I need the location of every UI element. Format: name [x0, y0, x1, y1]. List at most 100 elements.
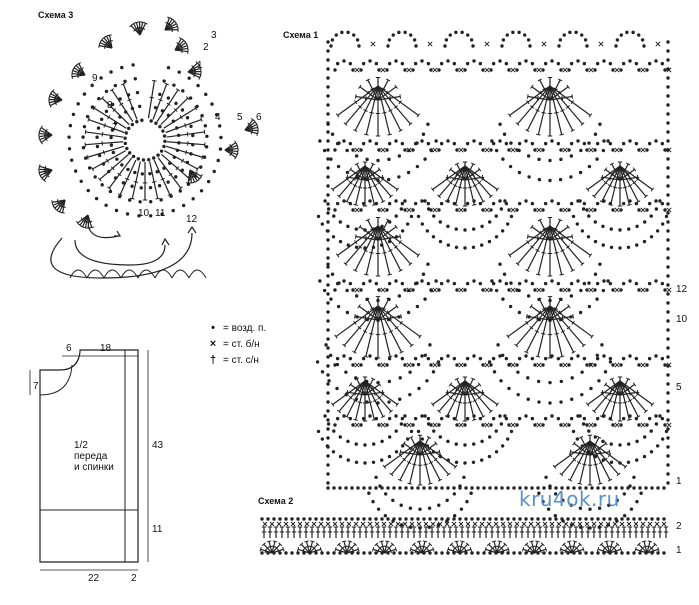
- chain-stitch: [423, 199, 427, 203]
- single-crochet: [514, 521, 520, 527]
- chain-stitch: [362, 551, 366, 555]
- double-crochet-bar: [636, 391, 640, 397]
- chain-stitch: [90, 105, 95, 109]
- chain-stitch: [637, 33, 641, 37]
- single-crochet: [619, 521, 625, 527]
- single-crochet: [290, 521, 296, 527]
- chain-stitch: [387, 157, 391, 162]
- double-crochet-top: [86, 155, 89, 160]
- chain-stitch: [323, 414, 327, 418]
- double-crochet-top: [604, 441, 608, 446]
- double-crochet-top: [76, 62, 81, 66]
- double-crochet-top: [261, 542, 266, 547]
- chain-stitch: [463, 363, 467, 367]
- double-crochet-top: [569, 449, 572, 455]
- chain-stitch: [446, 354, 450, 358]
- chain-stitch: [338, 517, 342, 521]
- double-crochet-top: [399, 94, 402, 99]
- chain-stitch: [553, 492, 558, 496]
- chain-stitch: [571, 214, 576, 219]
- double-crochet-top: [382, 464, 387, 469]
- double-crochet-bar: [369, 307, 375, 310]
- double-crochet-top: [363, 355, 369, 358]
- chain-stitch: [362, 486, 366, 490]
- chain-stitch: [518, 551, 522, 555]
- single-crochet: [640, 207, 646, 213]
- chain-stitch: [126, 167, 130, 172]
- chain-stitch: [459, 507, 464, 511]
- double-crochet: [52, 199, 66, 203]
- double-crochet-top: [97, 177, 102, 182]
- chain-stitch: [593, 435, 598, 439]
- double-crochet: [377, 225, 391, 275]
- single-crochet: [346, 521, 352, 527]
- chain-stitch: [326, 211, 330, 215]
- double-crochet: [646, 541, 651, 554]
- chain-stitch: [410, 551, 414, 555]
- double-crochet: [122, 83, 138, 120]
- single-crochet: [406, 422, 412, 428]
- legend-row: † = ст. с/н: [207, 352, 266, 368]
- double-crochet-top: [354, 314, 356, 319]
- chain-stitch: [543, 201, 548, 206]
- double-crochet-top: [379, 540, 384, 543]
- double-crochet-top: [449, 542, 454, 547]
- chain-stitch: [376, 158, 380, 163]
- double-crochet-bar: [105, 158, 109, 163]
- chain-stitch: [377, 148, 381, 152]
- single-crochet: [640, 521, 646, 527]
- chain-stitch: [333, 148, 337, 152]
- double-crochet: [409, 440, 421, 484]
- chain-stitch: [350, 486, 354, 490]
- chain-stitch: [410, 517, 414, 521]
- chain-stitch: [472, 414, 476, 418]
- chain-stitch: [437, 208, 441, 212]
- chain-stitch: [95, 144, 100, 149]
- double-crochet: [446, 380, 466, 417]
- chain-stitch: [326, 175, 330, 179]
- double-crochet: [101, 97, 130, 126]
- chain-stitch: [326, 76, 330, 80]
- single-crochet: [521, 521, 527, 527]
- chain-stitch: [342, 279, 346, 283]
- chain-stitch: [455, 288, 459, 292]
- double-crochet-top: [398, 129, 403, 132]
- double-crochet-bar: [193, 72, 196, 78]
- single-crochet: [666, 362, 672, 368]
- chain-stitch: [666, 310, 670, 314]
- double-crochet-bar: [570, 100, 574, 105]
- chain-stitch: [426, 61, 431, 66]
- double-crochet: [530, 541, 536, 554]
- chain-stitch: [620, 486, 624, 490]
- chain-stitch: [174, 101, 178, 106]
- chain-stitch: [559, 208, 563, 212]
- chain-stitch: [409, 429, 414, 434]
- chain-stitch: [387, 356, 392, 361]
- chain-stitch: [290, 551, 294, 555]
- chain-stitch: [587, 429, 591, 433]
- single-crochet: [484, 422, 490, 428]
- chain-stitch: [439, 281, 444, 286]
- double-crochet-bar: [452, 399, 458, 403]
- chain-stitch: [320, 370, 325, 374]
- double-crochet: [166, 131, 205, 138]
- chain-stitch: [654, 279, 658, 283]
- chain-stitch: [647, 141, 652, 146]
- double-crochet-top: [143, 21, 148, 25]
- single-crochet: [493, 521, 499, 527]
- chain-stitch: [500, 44, 504, 48]
- chain-stitch: [434, 486, 438, 490]
- double-crochet: [377, 225, 402, 271]
- chain-stitch: [354, 154, 359, 158]
- chain-stitch: [151, 156, 156, 160]
- chain-stitch: [505, 437, 510, 441]
- double-crochet-top: [530, 224, 534, 229]
- chain-stitch: [377, 288, 381, 292]
- chain-stitch: [632, 475, 636, 479]
- neckline: [39, 364, 73, 396]
- chain-stitch: [530, 486, 534, 490]
- chain-stitch: [666, 229, 670, 233]
- chain-stitch: [218, 147, 223, 151]
- chain-stitch: [582, 61, 587, 66]
- double-crochet-top: [90, 166, 94, 172]
